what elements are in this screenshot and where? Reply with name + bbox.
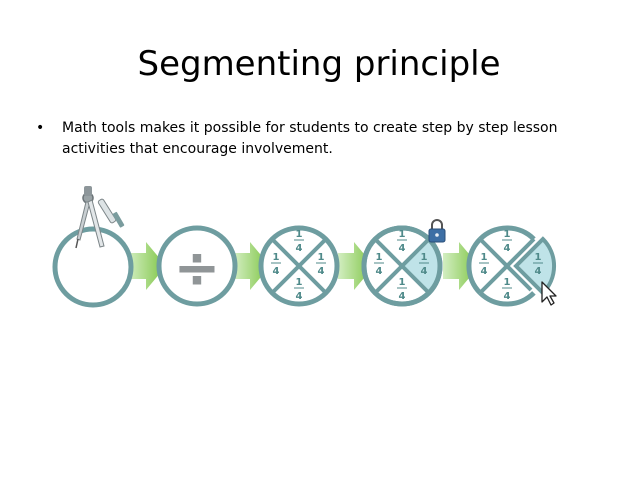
fraction-left: 1 4	[479, 252, 489, 277]
svg-text:1: 1	[481, 252, 488, 263]
svg-text:4: 4	[273, 266, 280, 277]
svg-text:4: 4	[376, 266, 383, 277]
lock-icon	[428, 219, 446, 243]
divide-symbol: ÷	[174, 236, 221, 301]
fraction-right: 1 4	[316, 252, 326, 277]
svg-text:1: 1	[296, 229, 303, 240]
fraction-bottom: 1 4	[502, 277, 512, 302]
arrow-3	[338, 242, 374, 290]
svg-text:1: 1	[421, 252, 428, 263]
arrow-2	[234, 242, 270, 290]
svg-text:1: 1	[399, 277, 406, 288]
step-circle-extracted-quarter: 1 4 1 4 1 4 1 4	[466, 225, 557, 307]
svg-text:4: 4	[535, 266, 542, 277]
svg-text:1: 1	[504, 229, 511, 240]
svg-text:1: 1	[318, 252, 325, 263]
svg-text:4: 4	[399, 243, 406, 254]
step-circle-quarters: 1 4 1 4 1 4 1 4	[258, 225, 340, 307]
fraction-left: 1 4	[374, 252, 384, 277]
slide-title: Segmenting principle	[137, 44, 501, 84]
svg-text:4: 4	[504, 243, 511, 254]
step-circle-compass	[52, 186, 134, 308]
svg-text:4: 4	[318, 266, 325, 277]
cursor-arrow-icon	[541, 281, 557, 306]
bullet-text: Math tools makes it possible for student…	[62, 120, 558, 157]
svg-text:4: 4	[296, 243, 303, 254]
svg-text:1: 1	[399, 229, 406, 240]
fraction-right: 1 4	[419, 252, 429, 277]
arrow-4	[443, 242, 479, 290]
svg-text:1: 1	[504, 277, 511, 288]
step-circle-divide: ÷	[156, 225, 238, 307]
fraction-left: 1 4	[271, 252, 281, 277]
compass-icon	[75, 186, 125, 249]
svg-text:4: 4	[399, 291, 406, 302]
svg-text:1: 1	[273, 252, 280, 263]
svg-text:1: 1	[535, 252, 542, 263]
svg-text:1: 1	[376, 252, 383, 263]
fraction-top: 1 4	[502, 229, 512, 254]
fraction-top: 1 4	[397, 229, 407, 254]
svg-text:4: 4	[296, 291, 303, 302]
svg-text:4: 4	[481, 266, 488, 277]
svg-text:4: 4	[504, 291, 511, 302]
step-circle-selected-quarter: 1 4 1 4 1 4 1 4	[361, 219, 446, 307]
fraction-bottom: 1 4	[294, 277, 304, 302]
svg-text:4: 4	[421, 266, 428, 277]
bullet-marker: •	[36, 120, 45, 136]
svg-text:1: 1	[296, 277, 303, 288]
bullet-item: • Math tools makes it possible for stude…	[36, 118, 606, 160]
fraction-top: 1 4	[294, 229, 304, 254]
arrow-1	[128, 242, 166, 290]
fraction-right: 1 4	[533, 252, 543, 277]
fraction-bottom: 1 4	[397, 277, 407, 302]
